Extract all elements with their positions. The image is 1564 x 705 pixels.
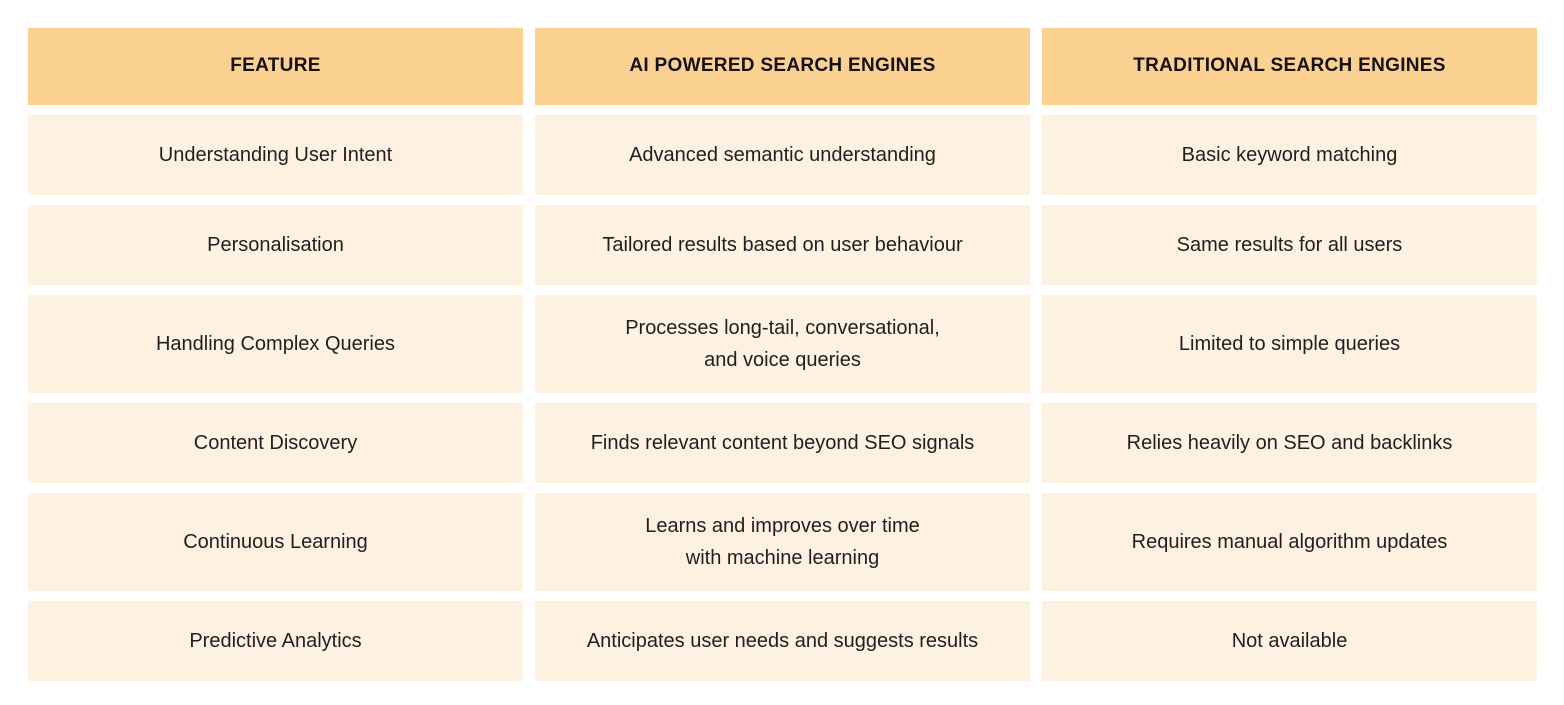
cell-traditional-handling-complex-queries: Limited to simple queries	[1042, 295, 1537, 393]
cell-feature-content-discovery: Content Discovery	[28, 403, 523, 483]
cell-traditional-predictive-analytics: Not available	[1042, 601, 1537, 681]
cell-traditional-understanding-user-intent: Basic keyword matching	[1042, 115, 1537, 195]
cell-ai-understanding-user-intent: Advanced semantic understanding	[535, 115, 1030, 195]
cell-ai-content-discovery: Finds relevant content beyond SEO signal…	[535, 403, 1030, 483]
cell-traditional-personalisation: Same results for all users	[1042, 205, 1537, 285]
cell-ai-handling-complex-queries: Processes long-tail, conversational, and…	[535, 295, 1030, 393]
comparison-table: FEATURE AI POWERED SEARCH ENGINES TRADIT…	[28, 28, 1537, 681]
column-header-ai-powered-search-engines: AI POWERED SEARCH ENGINES	[535, 28, 1030, 105]
cell-ai-predictive-analytics: Anticipates user needs and suggests resu…	[535, 601, 1030, 681]
column-header-feature: FEATURE	[28, 28, 523, 105]
cell-feature-handling-complex-queries: Handling Complex Queries	[28, 295, 523, 393]
cell-ai-continuous-learning: Learns and improves over time with machi…	[535, 493, 1030, 591]
cell-feature-continuous-learning: Continuous Learning	[28, 493, 523, 591]
column-header-traditional-search-engines: TRADITIONAL SEARCH ENGINES	[1042, 28, 1537, 105]
cell-feature-predictive-analytics: Predictive Analytics	[28, 601, 523, 681]
cell-feature-personalisation: Personalisation	[28, 205, 523, 285]
cell-traditional-continuous-learning: Requires manual algorithm updates	[1042, 493, 1537, 591]
cell-ai-personalisation: Tailored results based on user behaviour	[535, 205, 1030, 285]
cell-traditional-content-discovery: Relies heavily on SEO and backlinks	[1042, 403, 1537, 483]
cell-feature-understanding-user-intent: Understanding User Intent	[28, 115, 523, 195]
